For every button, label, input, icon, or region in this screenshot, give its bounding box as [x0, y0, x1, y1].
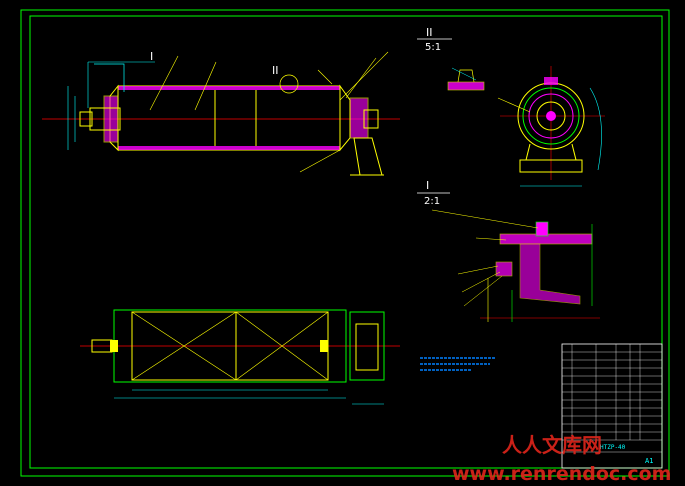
drum-wall-bottom — [118, 146, 340, 150]
detail-i-bracket — [519, 243, 581, 305]
main-section-view: I II — [42, 50, 400, 176]
detail-i-leader-3 — [461, 271, 501, 293]
plan-motor-inner — [355, 323, 379, 371]
watermark: 人人文库网 www.renrendoc.com — [452, 433, 671, 485]
title-block-frame — [561, 343, 663, 469]
detail-ii-leader — [451, 67, 477, 81]
end-view-base — [519, 159, 583, 173]
plan-right-bearing — [320, 340, 328, 352]
callout-i: I — [150, 50, 153, 63]
right-shaft — [363, 109, 379, 129]
plan-view — [80, 309, 400, 405]
detail-i-view: I 2:1 — [417, 179, 600, 322]
title-block-grid — [562, 344, 662, 453]
detail-ii-label: II — [426, 26, 433, 39]
plan-left-bearing — [110, 340, 118, 352]
detail-i-leader-4 — [463, 275, 503, 307]
end-view-leg-r — [571, 143, 577, 161]
detail-ii-view: II 5:1 — [417, 26, 485, 91]
end-view-ring-4 — [536, 101, 566, 131]
detail-i-scale: 2:1 — [424, 196, 440, 207]
callout-ii: II — [272, 64, 279, 77]
title-block-sheet: A1 — [645, 457, 653, 465]
detail-i-bolt-head — [535, 221, 549, 237]
leader-5 — [299, 149, 341, 173]
end-view-top-boss — [544, 77, 558, 85]
end-view-ring-2 — [522, 87, 580, 145]
detail-i-leader-1 — [431, 209, 539, 229]
left-shaft — [89, 107, 121, 131]
detail-ii-bolt — [457, 69, 475, 83]
detail-i-box — [94, 63, 125, 92]
leader-4 — [345, 57, 377, 99]
detail-ii-plate — [447, 81, 485, 91]
end-view-hub — [546, 111, 556, 121]
technical-notes — [420, 357, 496, 371]
right-bearing-housing — [349, 97, 369, 139]
leader-1 — [149, 55, 179, 111]
plan-shaft-left — [91, 339, 113, 353]
leader-6 — [317, 69, 333, 85]
title-block-drawing-no: HTZP-40 — [600, 444, 626, 451]
left-flange — [103, 95, 119, 143]
plan-x1-b — [131, 311, 237, 381]
plan-motor — [349, 311, 385, 381]
detail-i-leader-2 — [457, 265, 499, 275]
drum-wall-top — [118, 86, 340, 90]
end-view-ring-3 — [528, 93, 574, 139]
detail-i-seal — [495, 261, 513, 277]
detail-i-label: I — [426, 179, 429, 192]
end-view-leg-l — [525, 143, 531, 161]
end-view-dim-arc — [589, 87, 602, 171]
left-shaft-end — [79, 111, 93, 127]
detail-ii-circle — [279, 74, 299, 94]
inner-frame — [29, 15, 663, 469]
end-view-leader — [497, 97, 531, 113]
detail-i-leader-5 — [475, 237, 507, 241]
watermark-url: www.renrendoc.com — [452, 463, 671, 485]
leader-2 — [194, 61, 217, 111]
leader-3 — [339, 51, 389, 101]
right-end-cap — [339, 84, 351, 152]
watermark-brand: 人人文库网 — [502, 433, 602, 457]
support-stand — [353, 137, 383, 176]
title-block: HTZP-40 A1 — [561, 343, 663, 469]
outer-frame — [20, 9, 670, 477]
detail-ii-scale: 5:1 — [425, 42, 441, 53]
end-view — [497, 66, 605, 187]
plan-x2-b — [235, 311, 329, 381]
drum-shell — [117, 85, 341, 151]
